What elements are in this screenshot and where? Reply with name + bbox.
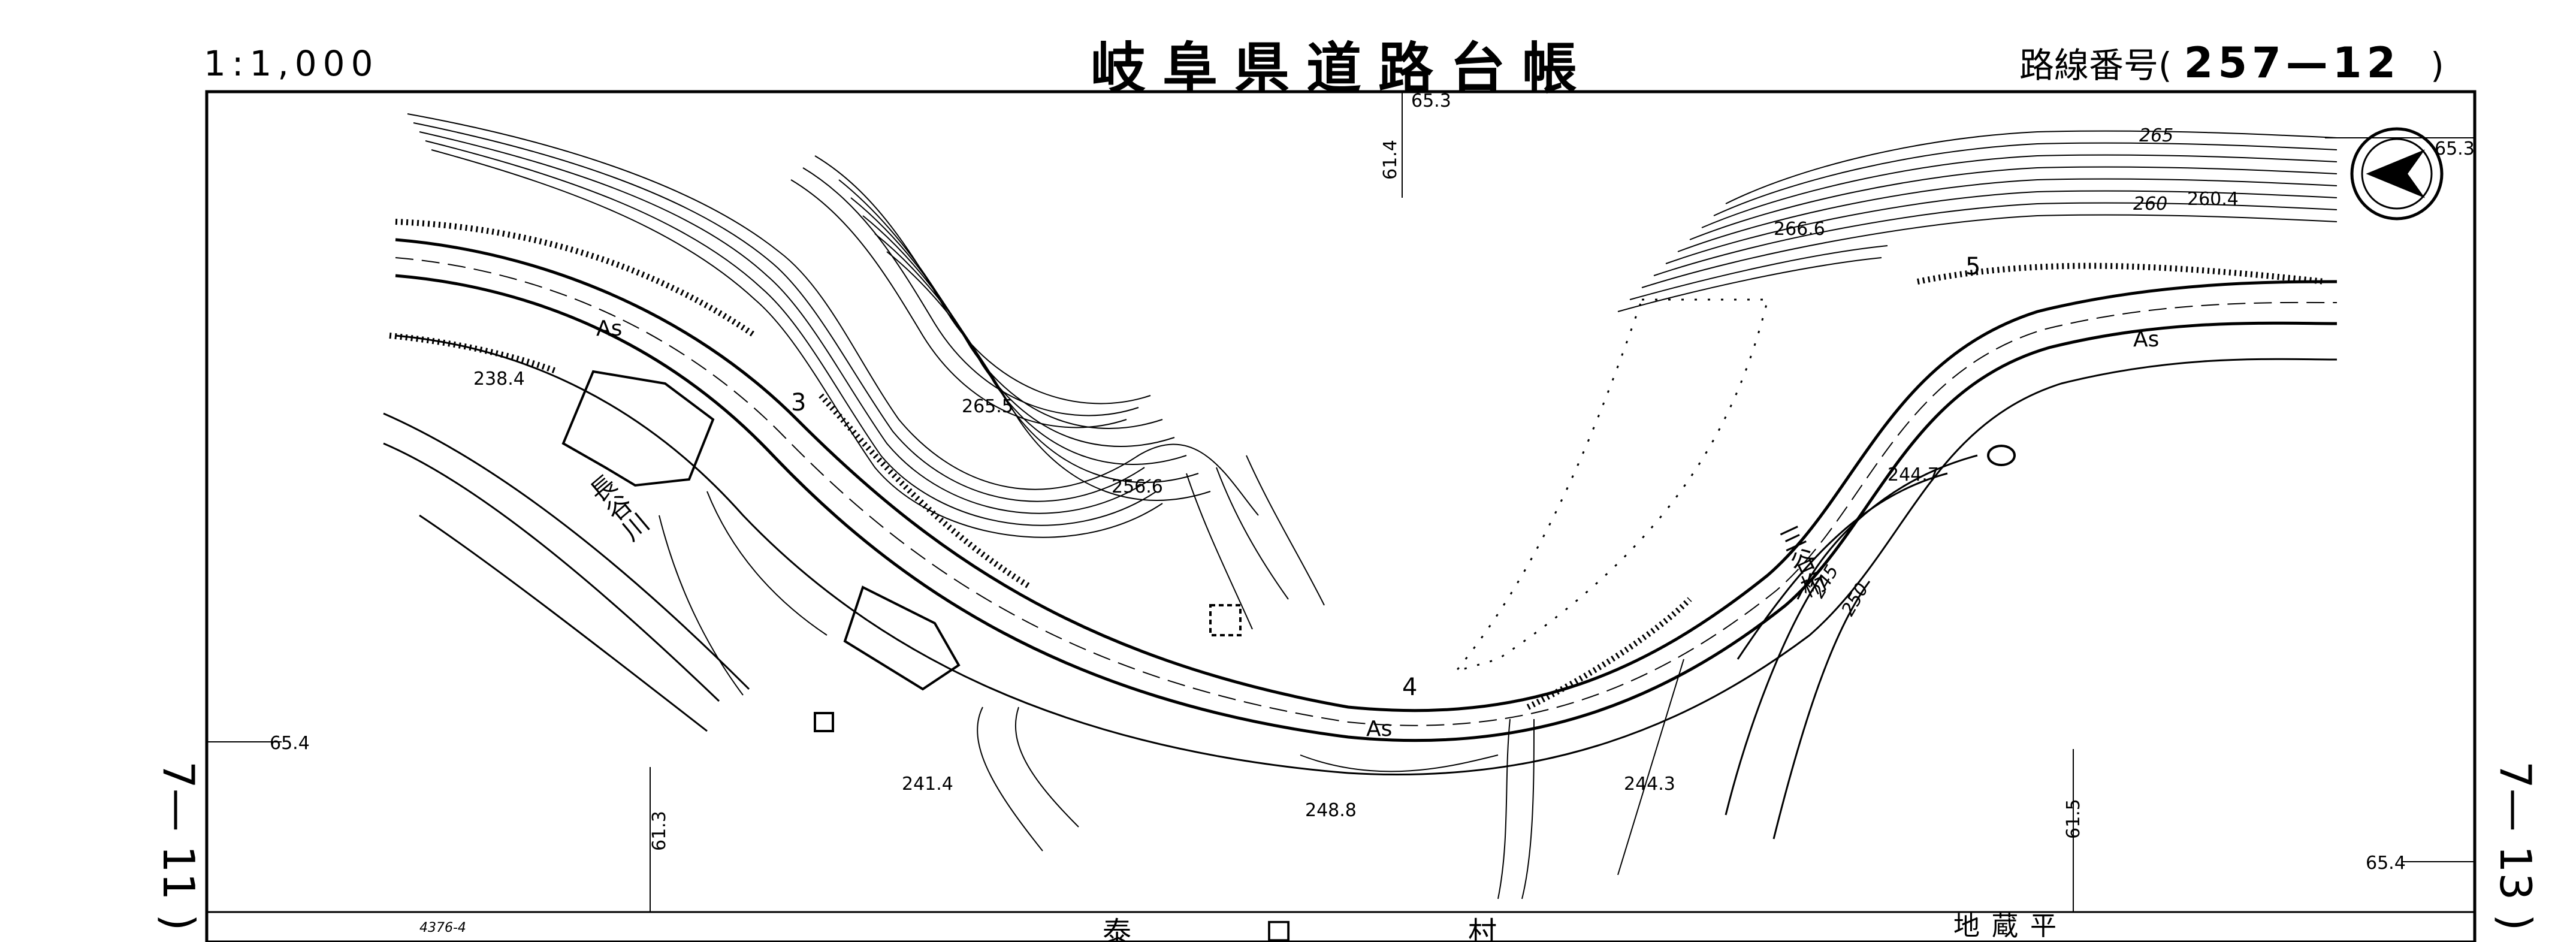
elev-label: 265.5	[962, 396, 1013, 417]
buildings	[561, 370, 2016, 732]
elev-label: 260.4	[2187, 189, 2239, 210]
north-arrow	[2350, 127, 2444, 221]
paths-lower	[659, 491, 1684, 899]
place-name: 地蔵平	[1953, 911, 2068, 941]
contour-lines-left	[407, 113, 1325, 630]
elev-label: 65.4	[2366, 853, 2406, 874]
elev-label: 260	[2133, 194, 2167, 215]
elev-label: 244.3	[1624, 774, 1675, 795]
elev-label: 238.4	[473, 369, 525, 390]
road-surface-label: As	[1366, 717, 1392, 741]
route-number-label: 路線番号(	[2019, 45, 2172, 86]
river-left	[383, 412, 750, 732]
elev-label: 65.3	[1411, 90, 1451, 111]
route-number: 路線番号( 257—12)	[2019, 37, 2444, 87]
elev-label: 61.5	[2063, 799, 2084, 839]
elevation-labels: 65.3 61.4 266.6 265 260 260.4 265.5 256.…	[270, 90, 2475, 874]
main-road	[395, 238, 2338, 775]
retaining-walls	[389, 219, 2326, 710]
bottom-right: 村	[1468, 916, 1497, 942]
bottom-village: 泰	[1103, 916, 1131, 942]
elev-label: 241.4	[902, 774, 953, 795]
fill-slope	[1453, 298, 1769, 673]
road-surface-label: As	[2133, 327, 2159, 352]
bottom-mid: 口	[1264, 916, 1293, 942]
parcel-label: 4376-4	[419, 920, 466, 935]
grid-ticks	[207, 92, 2475, 912]
elev-label: 61.3	[649, 811, 670, 851]
elev-label: 265	[2139, 125, 2173, 146]
river-right	[1725, 454, 1978, 840]
map-frame	[205, 90, 2477, 942]
route-number-value: 257—12	[2184, 38, 2401, 87]
page-title: 岐阜県道路台帳	[1091, 37, 1594, 101]
contour-lines-right	[1617, 130, 2338, 312]
elev-label: 61.4	[1380, 140, 1401, 180]
elev-label: 248.8	[1305, 800, 1357, 821]
elev-label: 256.6	[1112, 476, 1163, 497]
elev-label: 244.7	[1888, 464, 1939, 485]
elev-label: 65.4	[270, 733, 310, 754]
route-number-close: )	[2430, 45, 2444, 86]
station-labels: 3 4 5	[791, 253, 1980, 701]
station-label: 3	[791, 389, 806, 416]
elev-label: 266.6	[1774, 219, 1825, 240]
map-scale: 1:1,000	[204, 43, 379, 84]
station-label: 5	[1965, 253, 1980, 280]
road-surface-label: As	[596, 316, 622, 341]
station-label: 4	[1402, 674, 1417, 701]
elev-label: 65.3	[2435, 138, 2475, 159]
road-labels: As As As	[596, 316, 2159, 741]
bottom-labels: 泰 口 村 地蔵平 4376-4	[419, 911, 2068, 942]
river-name-left: 長谷川	[582, 470, 653, 547]
